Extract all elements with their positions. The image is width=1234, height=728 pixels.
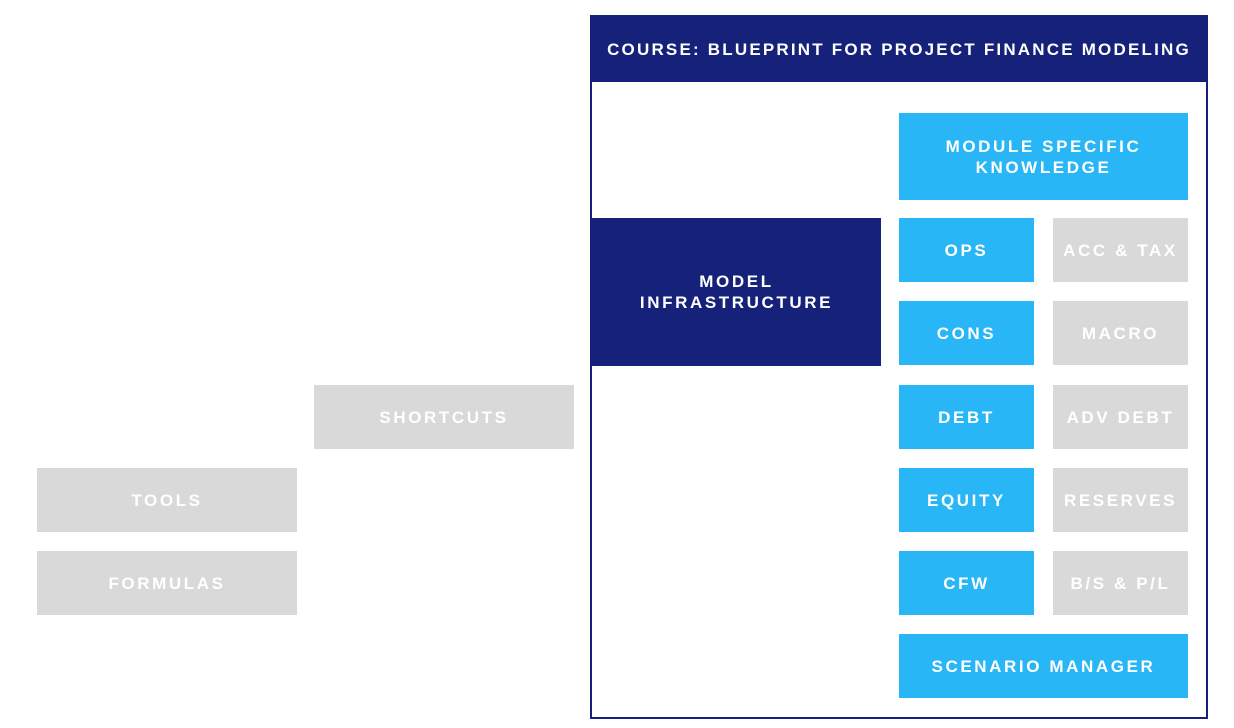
tools-box: TOOLS xyxy=(37,468,297,532)
model-infrastructure-box: MODEL INFRASTRUCTURE xyxy=(592,218,881,366)
module-macro-label: MACRO xyxy=(1081,323,1160,343)
scenario-manager-label: SCENARIO MANAGER xyxy=(931,656,1156,676)
tools-label: TOOLS xyxy=(131,490,203,510)
module-debt-box: DEBT xyxy=(899,385,1034,449)
module-bs-pl-label: B/S & P/L xyxy=(1070,573,1171,593)
shortcuts-box: SHORTCUTS xyxy=(314,385,574,449)
module-ops-label: OPS xyxy=(944,240,989,260)
model-infrastructure-label: MODEL INFRASTRUCTURE xyxy=(639,272,834,312)
module-macro-box: MACRO xyxy=(1053,301,1188,365)
scenario-manager-box: SCENARIO MANAGER xyxy=(899,634,1188,698)
module-cfw-label: CFW xyxy=(943,573,990,593)
formulas-label: FORMULAS xyxy=(108,573,226,593)
module-bs-pl-box: B/S & P/L xyxy=(1053,551,1188,615)
module-ops-box: OPS xyxy=(899,218,1034,282)
module-adv-debt-box: ADV DEBT xyxy=(1053,385,1188,449)
module-specific-knowledge-box: MODULE SPECIFIC KNOWLEDGE xyxy=(899,113,1188,200)
module-acc-tax-box: ACC & TAX xyxy=(1053,218,1188,282)
module-cons-label: CONS xyxy=(936,323,997,343)
module-cons-box: CONS xyxy=(899,301,1034,365)
module-reserves-label: RESERVES xyxy=(1063,490,1178,510)
course-title: COURSE: BLUEPRINT FOR PROJECT FINANCE MO… xyxy=(592,17,1206,82)
module-equity-label: EQUITY xyxy=(927,490,1006,510)
module-equity-box: EQUITY xyxy=(899,468,1034,532)
module-debt-label: DEBT xyxy=(938,407,995,427)
module-adv-debt-label: ADV DEBT xyxy=(1066,407,1175,427)
module-specific-knowledge-label: MODULE SPECIFIC KNOWLEDGE xyxy=(945,136,1142,177)
module-reserves-box: RESERVES xyxy=(1053,468,1188,532)
formulas-box: FORMULAS xyxy=(37,551,297,615)
module-acc-tax-label: ACC & TAX xyxy=(1063,240,1178,260)
module-cfw-box: CFW xyxy=(899,551,1034,615)
shortcuts-label: SHORTCUTS xyxy=(379,407,509,427)
